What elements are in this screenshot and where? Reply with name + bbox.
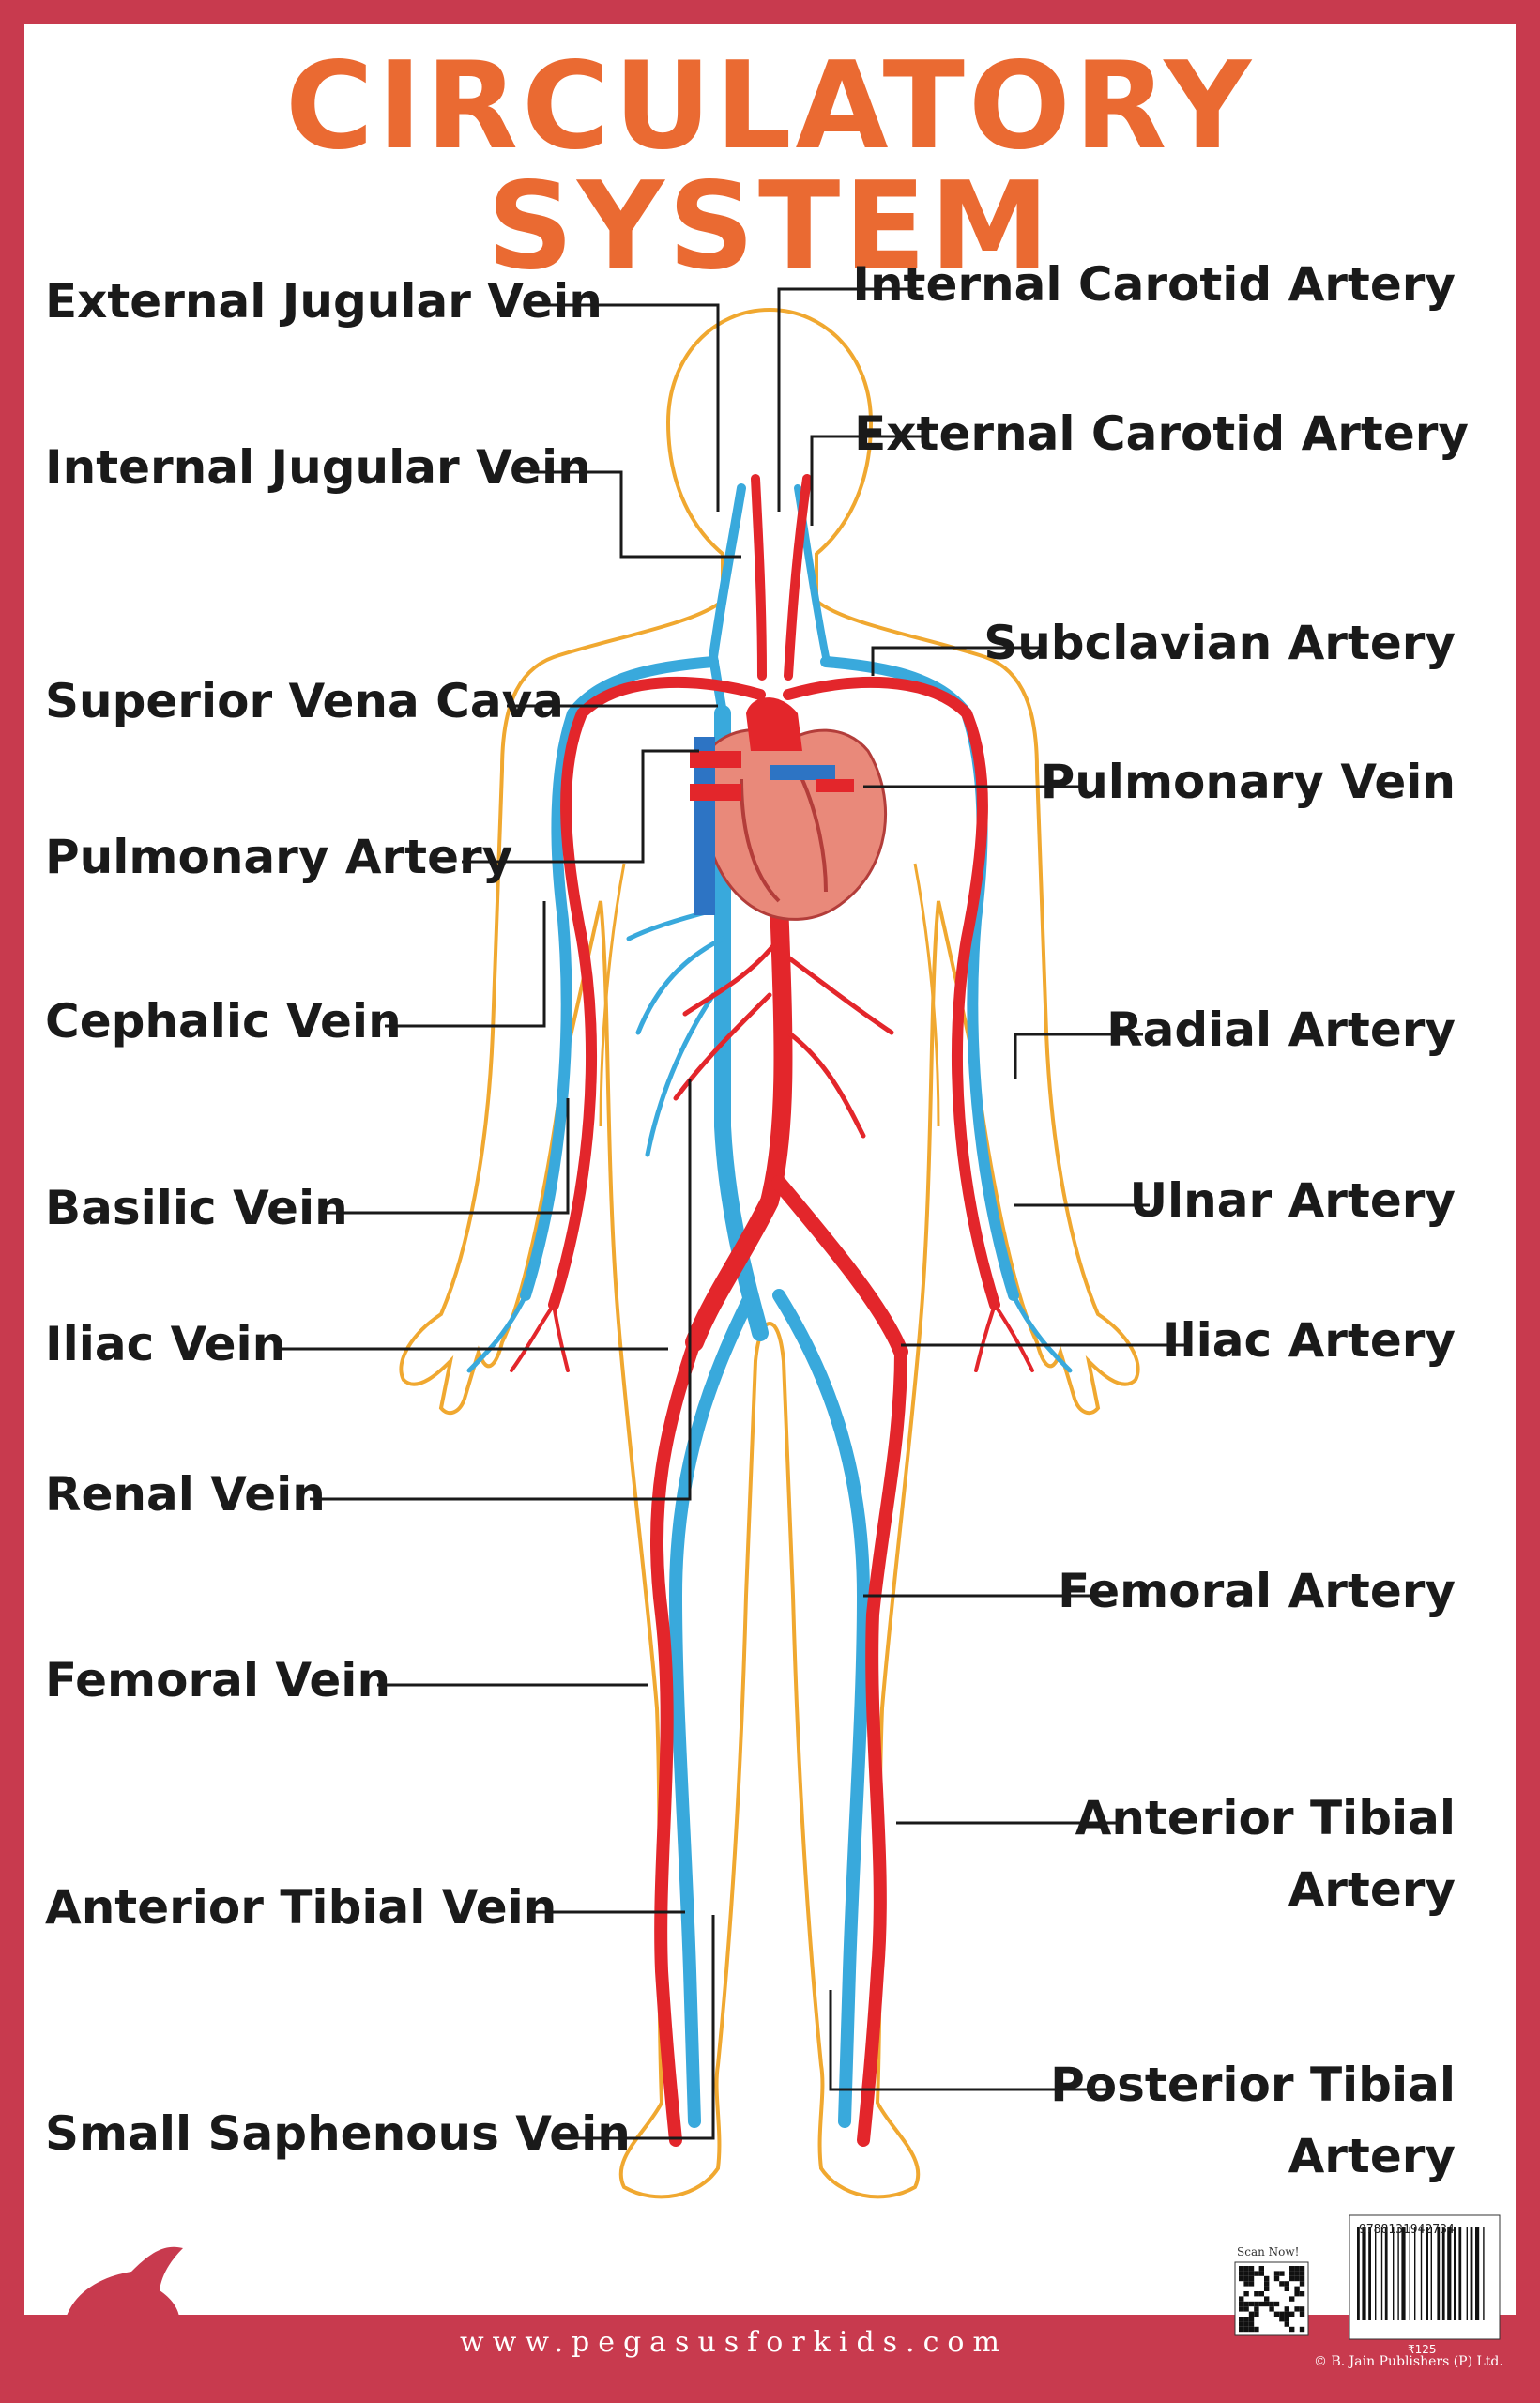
- vein-iliac-right: [772, 1289, 870, 2128]
- price: ₹125: [1408, 2343, 1437, 2356]
- leader-internal-carotid-artery: [777, 287, 922, 512]
- label-small-saphenous-vein: Small Saphenous Vein: [45, 2106, 631, 2161]
- artery-subclavian-left: [548, 676, 766, 1310]
- website-link[interactable]: www.pegasusforkids.com: [460, 2326, 1008, 2359]
- leader-cephalic-vein: [385, 901, 546, 1028]
- body-outline: [399, 307, 1140, 2199]
- artery-aorta: [685, 892, 793, 1352]
- scan-label: Scan Now!: [1237, 2245, 1300, 2258]
- artery-branch-right: [785, 955, 894, 1139]
- vein-hand-left: [466, 1293, 528, 1373]
- leader-external-jugular-vein: [544, 303, 720, 512]
- leader-small-saphenous-vein: [554, 1915, 715, 2140]
- body-inner-arm-left: [599, 863, 626, 1127]
- artery-hand-right: [974, 1303, 1034, 1372]
- label-anterior-tibial-artery-line1: Anterior Tibial: [1075, 1791, 1456, 1845]
- label-iliac-vein: Iliac Vein: [45, 1317, 286, 1371]
- artery-leg-right: [857, 1345, 907, 2147]
- copyright-notice: © B. Jain Publishers (P) Ltd.: [1314, 2354, 1503, 2369]
- label-renal-vein: Renal Vein: [45, 1467, 326, 1522]
- leader-posterior-tibial-artery: [829, 1990, 1112, 2091]
- qr-code-icon: [1239, 2266, 1305, 2333]
- vein-branch-liver: [635, 936, 725, 1157]
- leader-pulmonary-artery: [462, 749, 699, 864]
- label-pulmonary-vein: Pulmonary Vein: [1040, 755, 1456, 809]
- label-radial-artery: Radial Artery: [1106, 1003, 1456, 1057]
- leader-basilic-vein: [327, 1098, 570, 1215]
- label-femoral-artery: Femoral Artery: [1058, 1564, 1456, 1618]
- poster-title: CIRCULATORY SYSTEM: [284, 37, 1256, 297]
- label-anterior-tibial-vein: Anterior Tibial Vein: [45, 1880, 557, 1935]
- leader-external-carotid-artery: [810, 435, 922, 526]
- label-femoral-vein: Femoral Vein: [45, 1653, 391, 1707]
- label-cephalic-vein: Cephalic Vein: [45, 994, 402, 1048]
- label-internal-carotid-artery: Internal Carotid Artery: [852, 257, 1456, 312]
- barcode-icon: [1357, 2227, 1485, 2320]
- label-anterior-tibial-artery-line2: Artery: [1288, 1862, 1456, 1917]
- label-external-carotid-artery: External Carotid Artery: [854, 406, 1469, 461]
- label-superior-vena-cava: Superior Vena Cava: [45, 674, 564, 728]
- brand-name: PEGASUS: [54, 2330, 281, 2378]
- artery-iliac-right: [771, 1175, 908, 1359]
- leader-radial-artery: [1014, 1033, 1143, 1079]
- artery-hand-left: [510, 1303, 570, 1372]
- vein-jugular-left: [709, 483, 746, 718]
- artery-carotid-left: [751, 474, 767, 681]
- label-subclavian-artery: Subclavian Artery: [983, 616, 1456, 670]
- heart-icon: [690, 697, 887, 921]
- leader-renal-vein: [310, 1079, 692, 1501]
- label-ulnar-artery: Ulnar Artery: [1129, 1173, 1456, 1228]
- label-iliac-artery: Iliac Artery: [1162, 1313, 1456, 1368]
- artery-carotid-right: [784, 474, 812, 681]
- leader-subclavian-artery: [871, 646, 1042, 676]
- label-basilic-vein: Basilic Vein: [45, 1181, 348, 1235]
- vein-hand-right: [1011, 1293, 1073, 1373]
- artery-branch-left: [673, 936, 782, 1101]
- artery-subclavian-right: [783, 676, 1000, 1310]
- label-posterior-tibial-artery-line2: Artery: [1288, 2129, 1456, 2183]
- vein-iliac-left: [669, 1289, 757, 2128]
- artery-leg-left: [649, 1336, 701, 2147]
- label-external-jugular-vein: External Jugular Vein: [45, 274, 602, 329]
- label-posterior-tibial-artery-line1: Posterior Tibial: [1050, 2058, 1456, 2112]
- body-inner-arm-right: [913, 863, 940, 1127]
- vein-subclavian-left: [520, 656, 719, 1301]
- label-pulmonary-artery: Pulmonary Artery: [45, 830, 513, 884]
- leader-internal-jugular-vein: [530, 470, 741, 559]
- label-internal-jugular-vein: Internal Jugular Vein: [45, 440, 591, 495]
- pegasus-winged-horse-icon: [66, 2246, 183, 2333]
- isbn-number: 9788131942734: [1359, 2223, 1455, 2237]
